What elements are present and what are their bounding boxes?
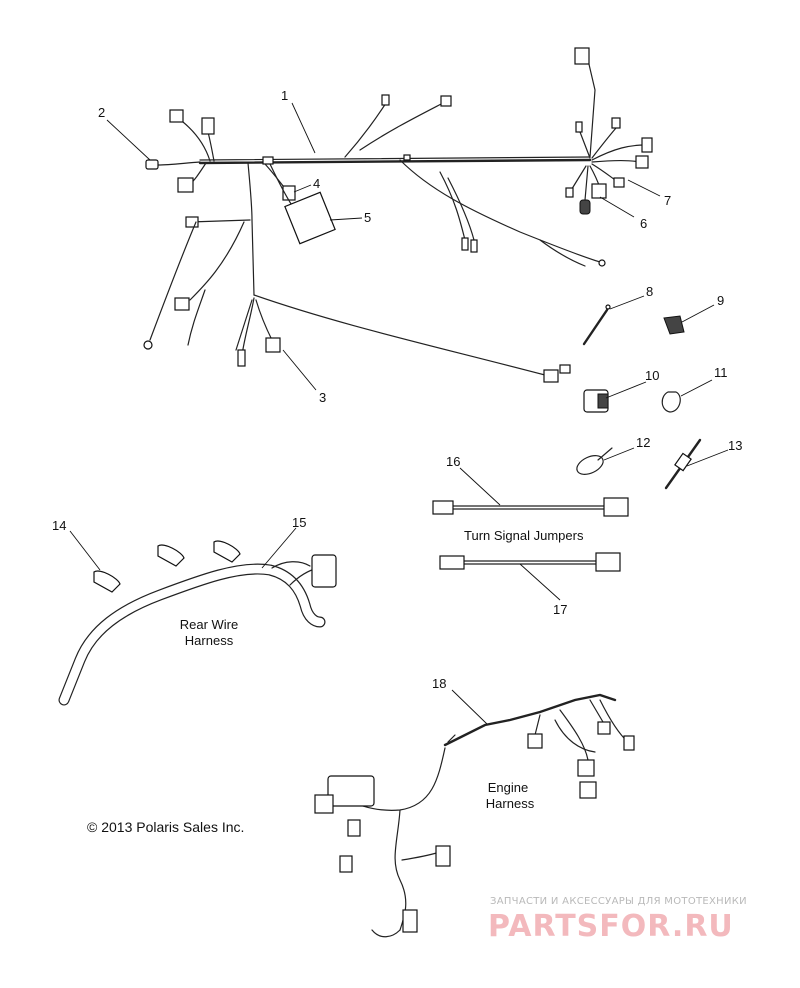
callout-4: 4 [313, 176, 320, 191]
callout-10: 10 [645, 368, 659, 383]
callout-18: 18 [432, 676, 446, 691]
engine-harness-caption-line2: Harness [486, 796, 535, 811]
callout-7: 7 [664, 193, 671, 208]
callout-9: 9 [717, 293, 724, 308]
rear-harness [58, 554, 337, 706]
part-14-clips [93, 540, 241, 593]
callout-6: 6 [640, 216, 647, 231]
part-16-jumper [432, 497, 629, 517]
part-11-clip [661, 391, 681, 413]
callout-17: 17 [553, 602, 567, 617]
copyright-notice: © 2013 Polaris Sales Inc. [87, 819, 244, 835]
part-13-tie-mount [664, 438, 702, 490]
callout-11: 11 [714, 365, 728, 380]
callout-5: 5 [364, 210, 371, 225]
rear-harness-caption-line2: Harness [185, 633, 234, 648]
callout-8: 8 [646, 284, 653, 299]
callout-3: 3 [319, 390, 326, 405]
callout-15: 15 [292, 515, 306, 530]
rear-harness-caption-line1: Rear Wire [180, 617, 239, 632]
turn-signal-caption: Turn Signal Jumpers [464, 528, 584, 543]
callout-2: 2 [98, 105, 105, 120]
watermark-tagline: ЗАПЧАСТИ И АКСЕССУАРЫ ДЛЯ МОТОТЕХНИКИ [490, 896, 747, 907]
callout-numbers: 1 2 3 4 5 6 7 8 9 10 11 12 13 14 15 16 1… [52, 88, 742, 691]
callout-16: 16 [446, 454, 460, 469]
main-harness [143, 47, 653, 383]
callout-13: 13 [728, 438, 742, 453]
callout-12: 12 [636, 435, 650, 450]
part-8-wire-tie [582, 304, 611, 346]
watermark-brand: PARTSFOR.RU [488, 909, 734, 944]
callout-14: 14 [52, 518, 66, 533]
callout-1: 1 [281, 88, 288, 103]
engine-harness [314, 693, 635, 938]
part-10-connector [583, 389, 609, 413]
engine-harness-caption-line1: Engine [488, 780, 528, 795]
leader-lines [69, 102, 729, 725]
part-17-jumper [439, 552, 621, 572]
part-9-clip [663, 315, 685, 335]
part-12-cable-tie [576, 447, 613, 475]
